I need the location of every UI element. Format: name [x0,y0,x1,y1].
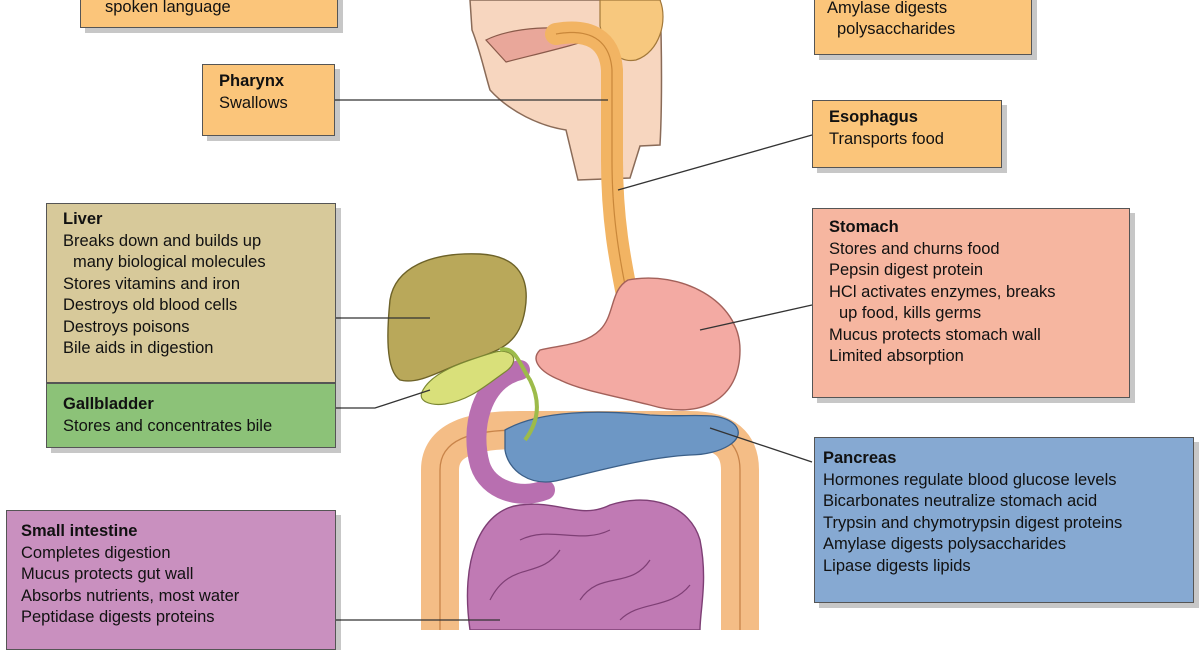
stomach-line-5: Mucus protects stomach wall [829,325,1041,344]
liver-title: Liver [63,210,103,228]
pancreas-line-1: Hormones regulate blood glucose levels [823,470,1117,489]
digestive-system-illustration [200,0,813,630]
mouth-label-box: spoken language [80,0,338,28]
gallbladder-label-box: Gallbladder Stores and concentrates bile [46,383,336,448]
liver-line-1: Breaks down and builds up [63,231,262,250]
stomach-line-1: Stores and churns food [829,239,1000,258]
pharynx-line-1: Swallows [219,93,288,112]
mouth-line-1: spoken language [105,0,231,16]
stomach-line-3: HCl activates enzymes, breaks [829,282,1056,301]
stomach-leader [699,304,813,331]
liver-organ [387,253,527,382]
pancreas-organ [504,411,739,483]
stomach-line-4: up food, kills germs [839,304,982,322]
pancreas-line-4: Amylase digests polysaccharides [823,535,1067,553]
salivary-glands-label-box: Amylase digests polysaccharides [814,0,1032,55]
stomach-organ [535,277,741,411]
pharynx-label-box: Pharynx Swallows [202,64,335,136]
esophagus-line-1: Transports food [829,129,944,148]
stomach-line-2: Pepsin digest protein [829,261,984,279]
stomach-label-box: Stomach Stores and churns food Pepsin di… [812,208,1130,398]
gallbladder-title: Gallbladder [63,395,154,413]
esophagus-leader [617,134,813,191]
pancreas-line-3: Trypsin and chymotrypsin digest proteins [823,513,1123,532]
pancreas-title: Pancreas [823,449,897,467]
pancreas-leader [709,427,813,463]
pancreas-line-2: Bicarbonates neutralize stomach acid [823,492,1098,510]
pancreas-line-5: Lipase digests lipids [823,556,971,575]
small-intestine-line-1: Completes digestion [21,543,171,562]
liver-line-2: many biological molecules [73,253,266,271]
stomach-title: Stomach [829,218,899,236]
gallbladder-organ [420,350,515,406]
pancreas-label-box: Pancreas Hormones regulate blood glucose… [814,437,1194,603]
esophagus-label-box: Esophagus Transports food [812,100,1002,168]
liver-line-5: Destroys poisons [63,317,190,336]
pharynx-title: Pharynx [219,72,285,90]
small-intestine-label-box: Small intestine Completes digestion Mucu… [6,510,336,650]
bile-duct [499,347,539,442]
liver-line-3: Stores vitamins and iron [63,274,240,293]
small-intestine-line-3: Absorbs nutrients, most water [21,586,240,605]
stomach-line-6: Limited absorption [829,347,964,365]
leader-lines [200,99,813,621]
liver-line-4: Destroys old blood cells [63,296,238,314]
small-intestine-line-4: Peptidase digests proteins [21,608,215,626]
duodenum [466,360,555,504]
salivary-line-1: Amylase digests [827,0,948,17]
gallbladder-line-1: Stores and concentrates bile [63,416,273,435]
salivary-line-2: polysaccharides [837,20,956,38]
liver-label-box: Liver Breaks down and builds up many bio… [46,203,336,383]
small-intestine-organ [466,499,705,630]
small-intestine-title: Small intestine [21,522,138,540]
liver-line-6: Bile aids in digestion [63,339,214,357]
small-intestine-line-2: Mucus protects gut wall [21,565,194,583]
esophagus-title: Esophagus [829,108,918,126]
